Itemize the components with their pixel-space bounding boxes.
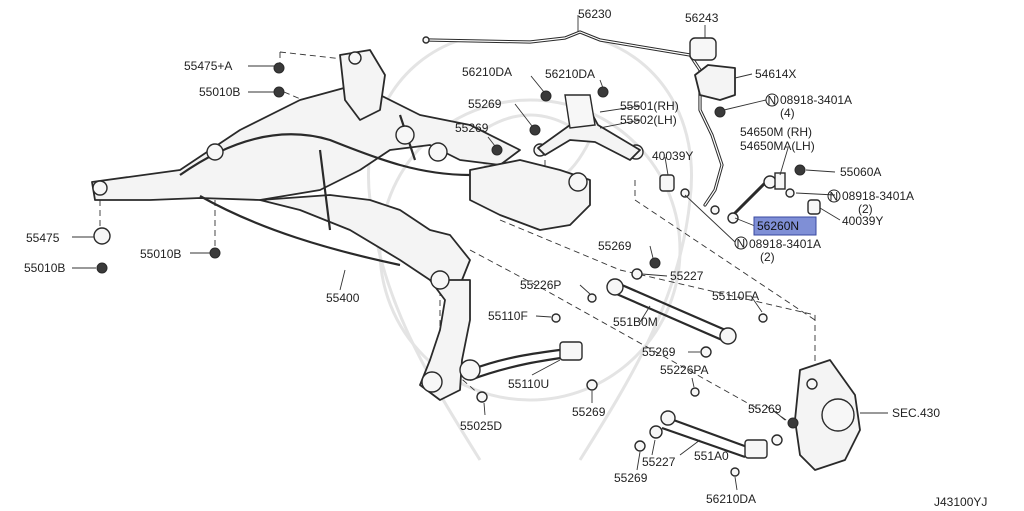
label-55502[interactable]: 55502(LH) [620,113,677,127]
part-labels: 56230 56243 54614X 55475+A 55010B 56210D… [24,7,987,509]
label-55110u[interactable]: 55110U [508,377,549,391]
label-08918-b[interactable]: 08918-3401A [842,189,914,203]
label-55060a[interactable]: 55060A [840,165,881,179]
bushing-clamp[interactable] [694,64,736,101]
label-55400[interactable]: 55400 [326,291,360,305]
label-55010b-mid[interactable]: 55010B [140,247,181,261]
label-55475a[interactable]: 55475+A [184,59,232,73]
label-55110fa[interactable]: 55110FA [712,289,759,303]
label-55025d[interactable]: 55025D [460,419,502,433]
label-55269-f[interactable]: 55269 [572,405,606,419]
n-symbol-group: N N N [734,93,841,251]
upper-link-arm[interactable] [537,94,641,161]
label-56210da-left[interactable]: 56210DA [462,65,512,79]
stabilizer-bar[interactable] [422,30,724,207]
leader-lines [72,15,888,491]
label-55226pa[interactable]: 55226PA [660,363,709,377]
label-56210da-right[interactable]: 56210DA [545,67,595,81]
lower-link-55110u[interactable] [459,313,598,403]
label-55010b-bot[interactable]: 55010B [24,261,65,275]
label-55269-c[interactable]: 55269 [598,239,632,253]
label-40039y-right[interactable]: 40039Y [842,214,883,228]
label-55269-a[interactable]: 55269 [468,97,502,111]
label-54650ma[interactable]: 54650MA(LH) [740,139,815,153]
label-55110f[interactable]: 55110F [488,309,528,323]
label-40039y-left[interactable]: 40039Y [652,149,693,163]
label-55269-d[interactable]: 55269 [642,345,676,359]
label-55501[interactable]: 55501(RH) [620,99,679,113]
label-08918-a[interactable]: 08918-3401A [780,93,852,107]
label-551a0[interactable]: 551A0 [694,449,729,463]
label-55226p[interactable]: 55226P [520,278,561,292]
n-symbol-b: N [830,190,839,204]
label-55475[interactable]: 55475 [26,231,60,245]
fasteners [93,62,806,429]
label-56243[interactable]: 56243 [685,11,719,25]
label-55269-b[interactable]: 55269 [455,121,489,135]
label-54650m[interactable]: 54650M (RH) [740,125,812,139]
highlight-box [753,216,817,236]
diagram-id: J43100YJ [934,495,987,509]
stabilizer-bushing[interactable] [689,37,717,61]
label-sec430[interactable]: SEC.430 [892,406,940,420]
label-55010b-top[interactable]: 55010B [199,85,240,99]
n-symbol-c: N [737,237,746,251]
lower-link-551a0[interactable] [634,387,783,477]
n-symbol-a: N [768,94,777,108]
label-54614x[interactable]: 54614X [755,67,796,81]
label-55269-e[interactable]: 55269 [748,402,782,416]
label-55227-top[interactable]: 55227 [670,269,704,283]
label-551b0m[interactable]: 551B0M [613,315,658,329]
label-08918-c[interactable]: 08918-3401A [749,237,821,251]
label-08918-a-qty: (4) [780,106,795,120]
label-56210da-bot[interactable]: 56210DA [706,492,756,506]
label-55227-bot[interactable]: 55227 [642,455,676,469]
label-56260n[interactable]: 56260N [757,219,799,233]
subframe[interactable] [91,49,644,401]
label-08918-c-qty: (2) [760,250,775,264]
lower-link-551b0m[interactable] [587,268,768,358]
stabilizer-connecting-rod[interactable] [659,172,821,224]
axle-knuckle[interactable] [794,359,861,471]
label-55269-g[interactable]: 55269 [614,471,648,485]
label-56230[interactable]: 56230 [578,7,612,21]
label-08918-b-qty: (2) [858,202,873,216]
